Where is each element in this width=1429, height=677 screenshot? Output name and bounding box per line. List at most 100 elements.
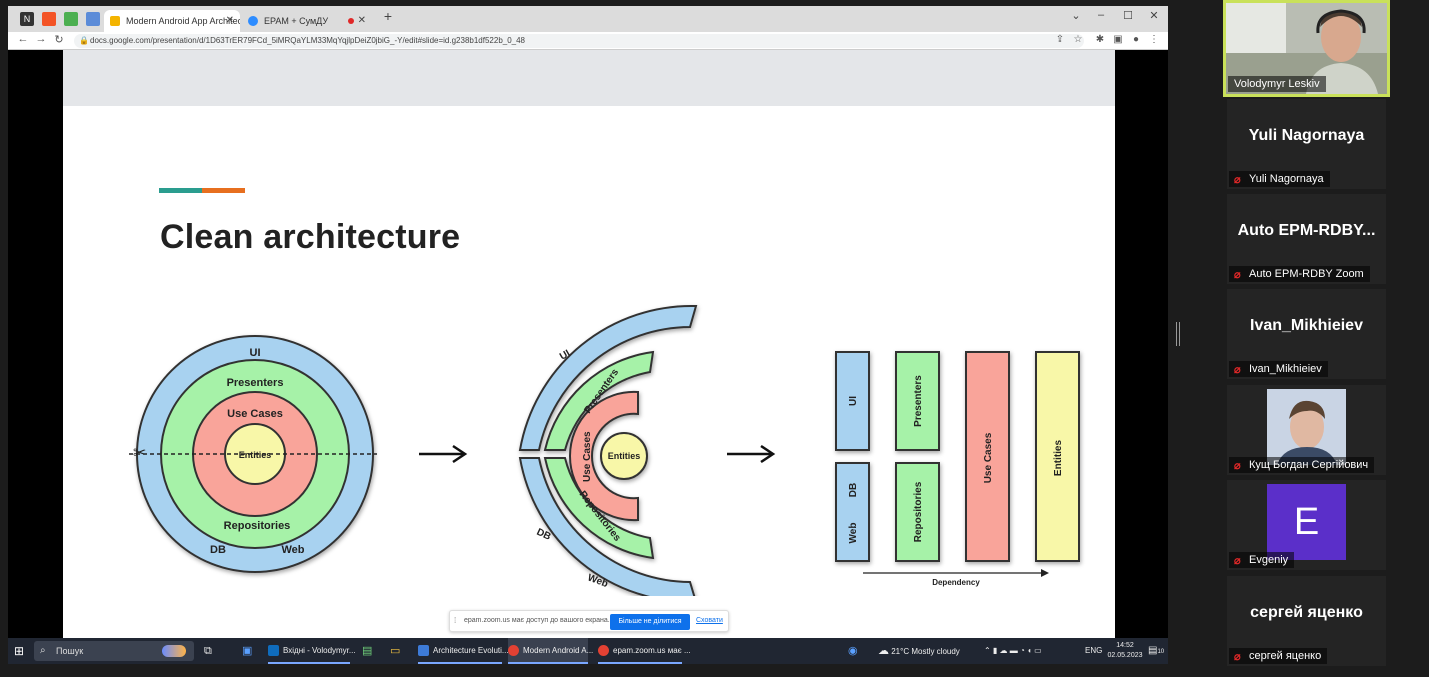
participant-tile[interactable]: сергей яценко ⌀сергей яценко — [1227, 576, 1386, 666]
lower-db-web-arc — [518, 457, 696, 596]
profile-avatar[interactable]: ● — [1132, 34, 1140, 45]
input-language[interactable]: ENG — [1085, 646, 1103, 655]
tab-search-chevron-icon[interactable]: ⌄ — [1071, 10, 1081, 22]
split-rings — [518, 304, 698, 596]
clock-date: 02.05.2023 — [1107, 652, 1143, 659]
maximize-button[interactable]: ☐ — [1123, 10, 1133, 22]
lower-repositories-arc — [543, 457, 655, 560]
participant-label: ⌀Auto EPM-RDBY Zoom — [1229, 266, 1370, 282]
participant-tile[interactable]: Auto EPM-RDBY... ⌀Auto EPM-RDBY Zoom — [1227, 194, 1386, 284]
tray-icons[interactable]: ⌃ ▮ ☁ ▬ ◔ ◖ ▭ — [984, 646, 1042, 655]
file-icon[interactable]: ▤ — [362, 645, 373, 657]
previous-slide-area — [63, 50, 1115, 106]
mic-muted-icon: ⌀ — [1234, 269, 1241, 281]
label-use-cases: Use Cases — [227, 408, 283, 420]
reload-icon[interactable]: ↻ — [54, 34, 64, 46]
dependency-columns — [835, 351, 1080, 562]
column-presenters — [895, 351, 940, 451]
app-label: epam.zoom.us має ... — [613, 646, 691, 655]
teams-icon[interactable]: ▣ — [242, 645, 253, 657]
app-label: Вхідні - Volodymyr... — [283, 646, 356, 655]
clean-architecture-diagram: ✂ UI Presenters Use Cases Entities Repos… — [129, 304, 1080, 596]
drive-pinned-tab-icon[interactable] — [64, 12, 78, 26]
browser-tab-bar: N Modern Android App Architectu ✕ EPAM +… — [8, 6, 1168, 32]
clock-time: 14:52 — [1116, 642, 1134, 649]
label-web: Web — [281, 544, 304, 556]
participant-label: ⌀сергей яценко — [1229, 648, 1328, 664]
drag-handle-icon[interactable]: ⁞ — [454, 616, 457, 625]
tab-label: EPAM + СумДУ — [264, 16, 329, 26]
mic-muted-icon: ⌀ — [1234, 555, 1241, 567]
task-view-icon[interactable]: ⧉ — [204, 645, 212, 657]
clock[interactable]: 14:52 02.05.2023 — [1107, 638, 1143, 664]
windows-start-icon[interactable]: ⊞ — [14, 644, 25, 658]
new-tab-button[interactable]: + — [383, 8, 393, 24]
participant-video — [1267, 389, 1346, 465]
extensions-puzzle-icon[interactable]: ✱ — [1095, 34, 1105, 45]
column-label-web: Web — [848, 523, 859, 544]
close-window-button[interactable]: ✕ — [1149, 10, 1159, 22]
participant-display-name: Auto EPM-RDBY... — [1237, 222, 1376, 239]
chrome-icon — [508, 645, 519, 657]
tab-label: Modern Android App Architectu — [126, 16, 240, 26]
tab-zoom[interactable]: EPAM + СумДУ ✕ — [242, 10, 372, 32]
close-tab-icon[interactable]: ✕ — [225, 15, 234, 26]
mic-muted-icon: ⌀ — [1234, 364, 1241, 376]
column-label-entities: Entities — [1053, 440, 1064, 477]
mic-muted-icon: ⌀ — [1234, 460, 1241, 472]
column-label-db: DB — [848, 483, 859, 497]
label-db: DB — [210, 544, 226, 556]
upper-ui-arc — [518, 304, 698, 451]
hide-notice-button[interactable]: Сховати — [696, 617, 723, 624]
taskbar-search-box[interactable]: ⌕ Пошук — [34, 641, 194, 661]
browser-menu-icon[interactable]: ⋮ — [1149, 34, 1159, 45]
use-cases-arc — [568, 390, 639, 522]
screen-pinned-tab-icon[interactable] — [86, 12, 100, 26]
lock-icon: 🔒 — [79, 36, 89, 45]
microsoft-pinned-tab-icon[interactable] — [42, 12, 56, 26]
participant-display-name: сергей яценко — [1250, 604, 1363, 621]
participant-tile[interactable]: Ivan_Mikhieiev ⌀Ivan_Mikhieiev — [1227, 289, 1386, 379]
taskbar-app-chrome-zoom[interactable]: epam.zoom.us має ... — [598, 638, 691, 664]
minimize-button[interactable]: – — [1097, 9, 1105, 21]
taskbar-app-architecture[interactable]: Architecture Evoluti... — [418, 638, 509, 664]
url-text: docs.google.com/presentation/d/1D63TrER7… — [90, 36, 526, 45]
screen-share-notification: ⁞ epam.zoom.us має доступ до вашого екра… — [449, 610, 729, 632]
file-explorer-icon[interactable]: ▭ — [390, 645, 401, 657]
upper-presenters-arc — [543, 350, 655, 451]
back-arrow-icon[interactable]: ← — [17, 33, 29, 45]
split-label-use-cases: Use Cases — [582, 431, 593, 482]
address-bar[interactable]: 🔒 docs.google.com/presentation/d/1D63TrE… — [74, 34, 1084, 48]
panel-resize-handle[interactable] — [1176, 322, 1180, 346]
participant-label: ⌀Yuli Nagornaya — [1229, 171, 1330, 187]
close-tab-icon[interactable]: ✕ — [357, 15, 366, 26]
participant-tile[interactable]: Yuli Nagornaya ⌀Yuli Nagornaya — [1227, 99, 1386, 189]
column-label-ui: UI — [848, 396, 859, 406]
column-repositories — [895, 462, 940, 562]
notifications-icon[interactable]: ▤10 — [1148, 645, 1165, 656]
forward-arrow-icon[interactable]: → — [35, 33, 47, 45]
participant-tile[interactable]: ⌀Кущ Богдан Сергійович — [1227, 385, 1386, 475]
participant-tile[interactable]: E ⌀Evgeniy — [1227, 480, 1386, 570]
share-notice-text: epam.zoom.us має доступ до вашого екрана… — [464, 617, 610, 624]
tab-slides[interactable]: Modern Android App Architectu ✕ — [104, 10, 240, 32]
side-panel-icon[interactable]: ▣ — [1113, 34, 1123, 45]
notion-pinned-tab-icon[interactable]: N — [20, 12, 34, 26]
notification-count: 10 — [1157, 649, 1165, 655]
bookmark-star-icon[interactable]: ☆ — [1073, 34, 1083, 45]
stop-sharing-button[interactable]: Більше не ділитися — [610, 614, 690, 630]
scissors-icon: ✂ — [133, 443, 146, 462]
chrome-icon — [598, 645, 609, 657]
search-highlight-icon — [162, 645, 186, 657]
outlook-icon — [268, 645, 279, 657]
vpn-globe-icon[interactable]: ◉ — [848, 645, 858, 657]
participant-tile-active-speaker[interactable]: Volodymyr Leskiv — [1223, 0, 1390, 97]
transform-arrows — [419, 444, 776, 464]
column-label-repositories: Repositories — [913, 481, 924, 542]
share-page-icon[interactable]: ⇪ — [1055, 34, 1065, 45]
label-repositories: Repositories — [224, 520, 291, 532]
taskbar-app-outlook[interactable]: Вхідні - Volodymyr... — [268, 638, 356, 664]
weather-widget[interactable]: ☁ 21°C Mostly cloudy — [878, 638, 960, 664]
label-ui: UI — [250, 347, 261, 359]
taskbar-app-chrome-slides[interactable]: Modern Android A... — [508, 638, 593, 664]
